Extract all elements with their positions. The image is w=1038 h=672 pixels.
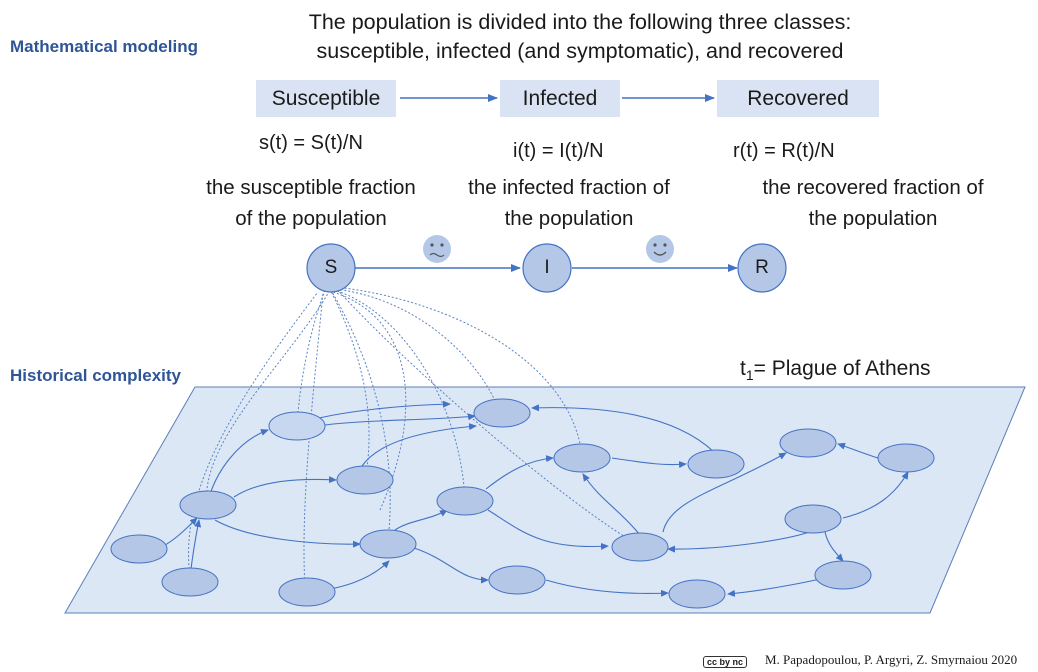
sad-face-icon bbox=[423, 235, 451, 263]
dotted-links bbox=[188, 286, 641, 588]
infected-desc-line-1: the infected fraction of bbox=[468, 176, 670, 199]
t1-text: = Plague of Athens bbox=[753, 357, 931, 380]
node-i bbox=[522, 243, 572, 293]
intro-text: The population is divided into the follo… bbox=[230, 8, 930, 66]
happy-face-icon bbox=[646, 235, 674, 263]
node-s bbox=[306, 243, 356, 293]
plane-node bbox=[336, 465, 394, 495]
susceptible-desc-line-1: the susceptible fraction bbox=[206, 176, 416, 199]
plane-node bbox=[278, 577, 336, 607]
infected-description: the infected fraction of the population bbox=[444, 172, 694, 234]
plane-node bbox=[436, 486, 494, 516]
credit-text: M. Papadopoulou, P. Argyri, Z. Smyrnaiou… bbox=[765, 652, 1018, 667]
mathematical-modeling-label: Mathematical modeling bbox=[10, 37, 198, 56]
susceptible-formula: s(t) = S(t)/N bbox=[259, 132, 363, 154]
node-i-label: I bbox=[544, 257, 550, 278]
infected-desc-line-2: the population bbox=[504, 207, 634, 230]
plane-node bbox=[473, 398, 531, 428]
recovered-formula: r(t) = R(t)/N bbox=[733, 140, 835, 162]
t1-prefix: t bbox=[740, 357, 746, 380]
plane-node bbox=[553, 443, 611, 473]
infected-box: Infected bbox=[500, 80, 620, 117]
susceptible-box: Susceptible bbox=[256, 80, 396, 117]
node-r-label: R bbox=[755, 257, 769, 278]
node-r bbox=[737, 243, 787, 293]
plane-node bbox=[179, 490, 237, 520]
creative-commons-icon: cc by nc bbox=[703, 652, 748, 670]
license-badge: cc by nc bbox=[703, 656, 748, 668]
plane-edges bbox=[159, 400, 909, 597]
recovered-box: Recovered bbox=[717, 80, 879, 117]
historical-complexity-label: Historical complexity bbox=[10, 366, 182, 385]
recovered-desc-line-1: the recovered fraction of bbox=[762, 176, 984, 199]
plane-node bbox=[110, 534, 168, 564]
infected-formula: i(t) = I(t)/N bbox=[513, 140, 604, 162]
plane-node bbox=[687, 449, 745, 479]
plane-node bbox=[161, 567, 219, 597]
recovered-description: the recovered fraction of the population bbox=[738, 172, 1008, 234]
t1-subscript: 1 bbox=[745, 367, 754, 384]
plane-node bbox=[611, 532, 669, 562]
plane-node bbox=[784, 504, 842, 534]
plane-node bbox=[814, 560, 872, 590]
plane-nodes bbox=[110, 398, 935, 609]
plane-node bbox=[877, 443, 935, 473]
plane-node bbox=[359, 529, 417, 559]
recovered-desc-line-2: the population bbox=[808, 207, 938, 230]
plane-node bbox=[488, 565, 546, 595]
plague-of-athens-label: t1= Plague of Athens bbox=[740, 357, 931, 383]
node-s-label: S bbox=[324, 257, 338, 278]
susceptible-description: the susceptible fraction of the populati… bbox=[183, 172, 439, 234]
plane-node bbox=[668, 579, 726, 609]
plane-node bbox=[779, 428, 837, 458]
intro-line-1: The population is divided into the follo… bbox=[308, 10, 852, 34]
intro-line-2: susceptible, infected (and symptomatic),… bbox=[316, 39, 844, 63]
plane-node bbox=[268, 411, 326, 441]
susceptible-desc-line-2: of the population bbox=[235, 207, 387, 230]
